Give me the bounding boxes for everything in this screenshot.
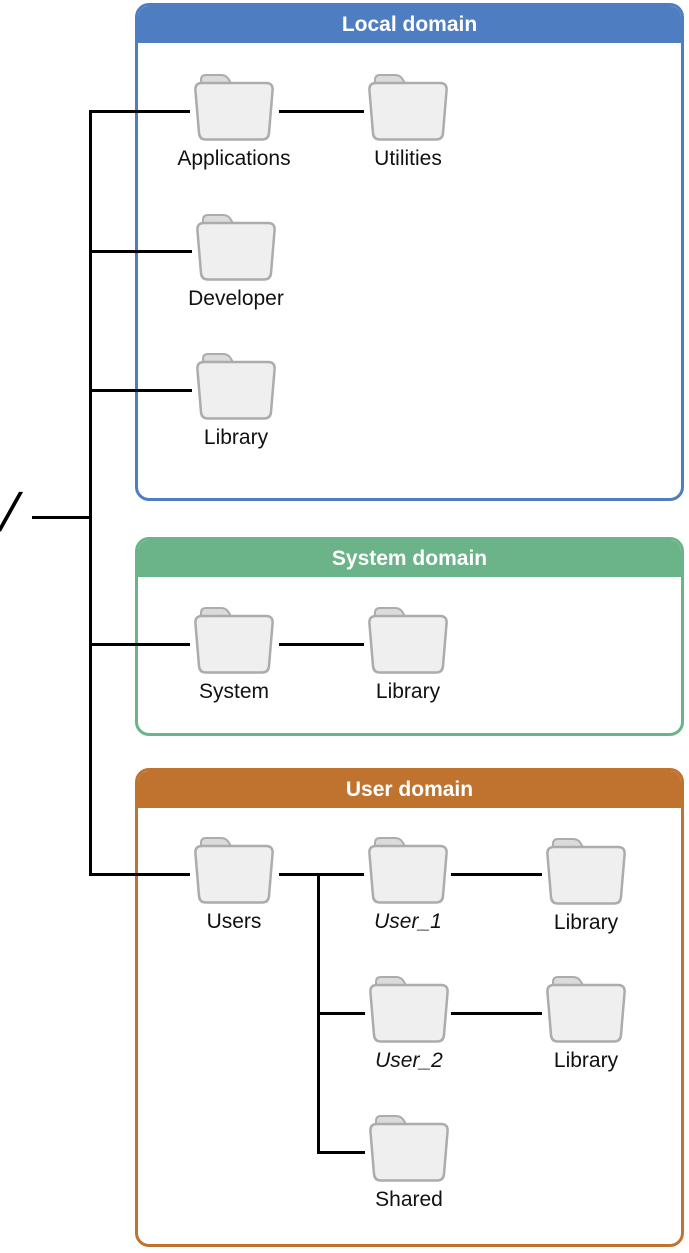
folder-users: Users — [189, 835, 279, 933]
folder-icon — [546, 976, 626, 1043]
folder-shared: Shared — [364, 1113, 454, 1211]
folder-applications: Applications — [177, 72, 291, 170]
folder-system: System — [189, 605, 279, 703]
folder-utilities: Utilities — [363, 72, 453, 170]
connector-line — [90, 110, 190, 113]
folder-user-1: User_1 — [363, 835, 453, 933]
folder-label: Library — [553, 1049, 619, 1072]
folder-icon — [368, 837, 448, 904]
connector-line — [279, 110, 364, 113]
folder-user-2: User_2 — [364, 974, 454, 1072]
connector-line — [279, 643, 364, 646]
connector-line — [90, 643, 190, 646]
folder-icon — [369, 976, 449, 1043]
folder-label: User_2 — [375, 1049, 443, 1072]
user-domain-header: User domain — [138, 771, 681, 808]
folder-library-local: Library — [191, 351, 281, 449]
folder-developer: Developer — [188, 212, 284, 310]
folder-label: Library — [553, 911, 619, 934]
folder-library-system: Library — [363, 605, 453, 703]
root-directory-label: / — [0, 483, 26, 543]
root-connector-line — [32, 516, 90, 519]
folder-label: Users — [206, 910, 262, 933]
connector-line — [318, 1012, 365, 1015]
connector-line — [90, 389, 192, 392]
folder-icon — [546, 838, 626, 905]
folder-icon — [194, 837, 274, 904]
folder-library-user2: Library — [541, 974, 631, 1072]
connector-line — [318, 1151, 365, 1154]
local-domain-header: Local domain — [138, 6, 681, 43]
connector-line — [279, 873, 364, 876]
folder-icon — [196, 214, 276, 281]
connector-line — [90, 873, 190, 876]
folder-library-user1: Library — [541, 836, 631, 934]
connector-line — [451, 1012, 542, 1015]
connector-line — [90, 250, 192, 253]
folder-label: Shared — [375, 1188, 443, 1211]
folder-icon — [368, 74, 448, 141]
folder-icon — [194, 74, 274, 141]
folder-label: Developer — [188, 287, 284, 310]
folder-label: Utilities — [374, 147, 442, 170]
folder-icon — [369, 1115, 449, 1182]
tree-trunk-line — [89, 110, 92, 876]
connector-line — [451, 873, 542, 876]
folder-icon — [368, 607, 448, 674]
system-domain-header: System domain — [138, 540, 681, 577]
folder-icon — [194, 607, 274, 674]
folder-label: System — [198, 680, 269, 703]
folder-label: Library — [203, 426, 269, 449]
folder-icon — [196, 353, 276, 420]
folder-label: Library — [375, 680, 441, 703]
system-domain-box: System domain — [135, 537, 684, 736]
folder-label: Applications — [177, 147, 291, 170]
folder-label: User_1 — [374, 910, 442, 933]
